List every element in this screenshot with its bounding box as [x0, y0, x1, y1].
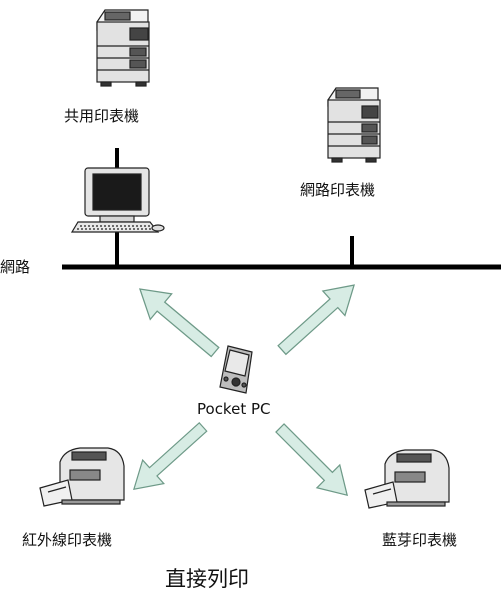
bluetooth-printer-label: 藍芽印表機 — [382, 531, 458, 549]
network-label: 網路 — [0, 258, 31, 276]
shared-printer-icon — [96, 9, 150, 87]
shared-printer-label: 共用印表機 — [64, 107, 140, 125]
infrared-printer-label: 紅外線印表機 — [22, 531, 113, 549]
computer-icon — [70, 167, 165, 233]
pocket-pc-label: Pocket PC — [197, 400, 271, 418]
bluetooth-printer-icon — [364, 449, 450, 509]
network-printer-icon — [327, 87, 381, 163]
infrared-printer-icon — [39, 447, 125, 507]
diagram-caption: 直接列印 — [165, 567, 249, 591]
network-printer-label: 網路印表機 — [300, 181, 376, 199]
arrow-to-network-printer — [270, 272, 366, 363]
arrow-to-infrared-printer — [122, 414, 215, 502]
arrow-to-computer — [128, 275, 227, 366]
arrow-to-bluetooth-printer — [267, 415, 360, 508]
pocket-pc-icon — [219, 345, 253, 394]
